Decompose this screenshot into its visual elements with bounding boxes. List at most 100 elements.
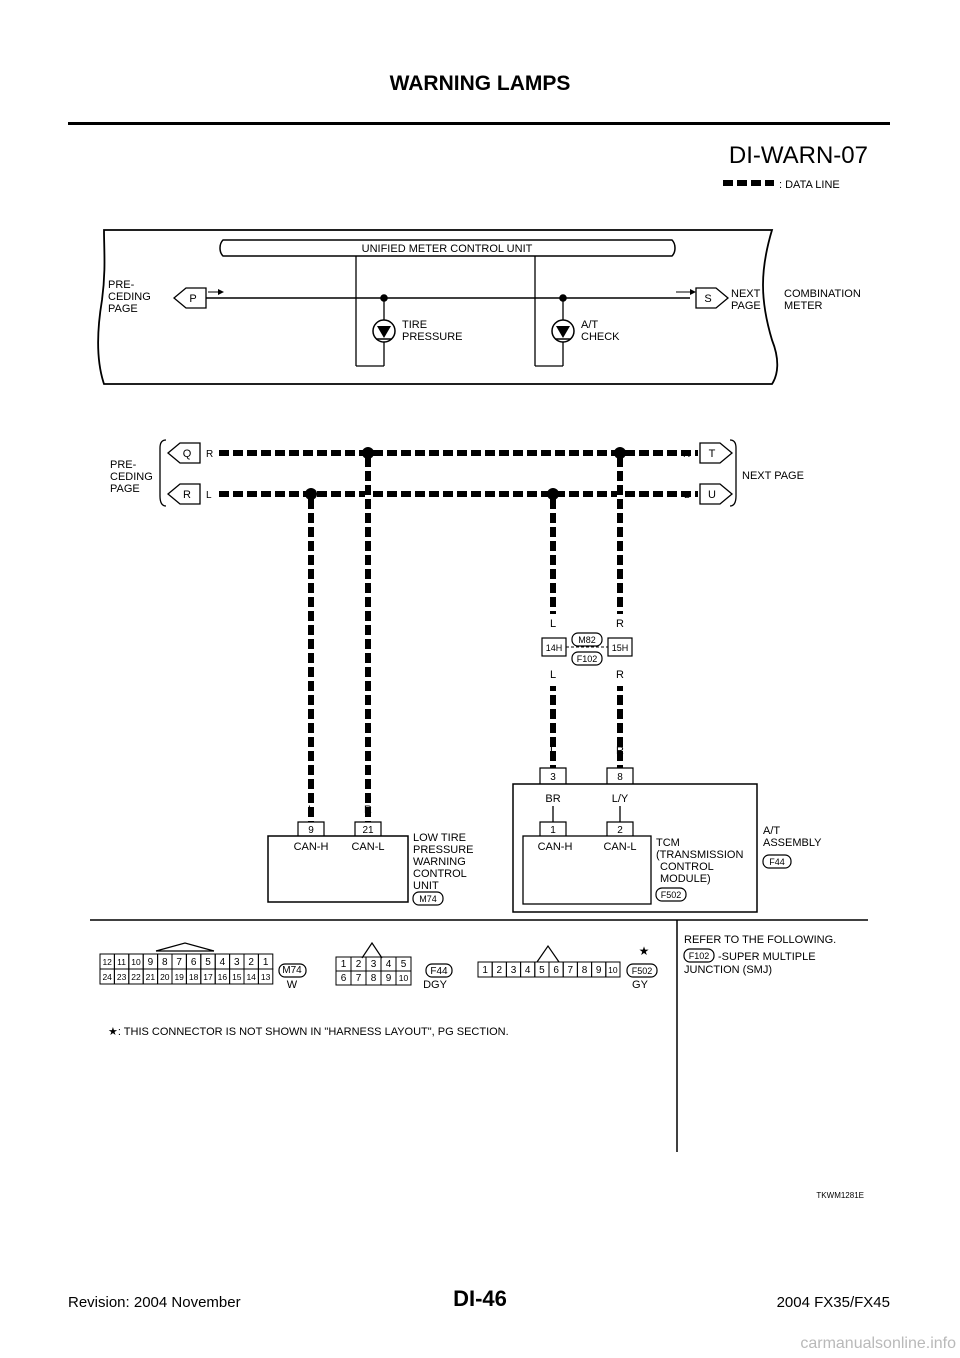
can-top-junction-2 [614, 447, 626, 459]
smj-connector-f102: F102 [577, 654, 598, 664]
tire-lamp-junction [380, 294, 388, 302]
ltpw-can-h-label: CAN-H [294, 841, 329, 853]
connector-flag-q [166, 442, 201, 464]
connector-f44-name: F44 [430, 966, 448, 977]
can-wire-color-bottom-left: L [206, 490, 212, 501]
at-assembly: L R 3 8 BR L/Y 1 2 CAN-H CAN-L TCM (TRAN… [512, 745, 822, 913]
ltpw-name-3: WARNING [413, 856, 466, 868]
tcm-can-h-line-upper [550, 496, 556, 614]
can-preceding-label-3: PAGE [110, 483, 140, 495]
m74-pin-18: 18 [189, 972, 199, 982]
smj-connector-m82: M82 [578, 635, 596, 645]
figure-id: TKWM1281E [816, 1191, 864, 1200]
f502-pin-4: 4 [525, 965, 531, 976]
data-line-legend: : DATA LINE [722, 179, 840, 191]
at-check-label-2: CHECK [581, 331, 620, 343]
tcm-box [522, 835, 652, 905]
can-top-junction-1 [362, 447, 374, 459]
ltpw-wire-color-l: L [308, 804, 314, 816]
f502-pin-9: 9 [596, 965, 602, 976]
f502-pin-10: 10 [608, 965, 618, 975]
tcm-name-4: MODULE) [660, 873, 711, 885]
connector-flag-t [699, 442, 734, 464]
tcm-can-l-line-lower [617, 686, 623, 768]
refer-connector-badge [683, 948, 715, 963]
can-preceding-label-1: PRE- [110, 459, 137, 471]
meter-preceding-label-3: PAGE [108, 303, 138, 315]
ltpw-connector-badge [412, 891, 444, 906]
tcm-can-h-line-lower [550, 686, 556, 768]
tcm-can-l-line-upper [617, 455, 623, 614]
tcm-pin-2: 2 [617, 825, 623, 836]
connector-f502-color: GY [632, 979, 649, 991]
ltpw-pin-9: 9 [308, 825, 314, 836]
at-assembly-connector-badge [762, 854, 792, 869]
can-bottom-junction-2 [547, 488, 559, 500]
ltpw-can-h-line [308, 496, 314, 822]
tcm-pin-2-box [606, 821, 634, 836]
combination-meter-outline [97, 229, 779, 385]
can-preceding-label-2: CEDING [110, 471, 153, 483]
m74-pin-6: 6 [191, 957, 197, 968]
f502-pin-3: 3 [511, 965, 517, 976]
m74-pin-7: 7 [176, 957, 182, 968]
connector-flag-u [699, 483, 734, 505]
ltpw-pin-9-box [297, 821, 325, 836]
at-assembly-label-1: A/T [763, 825, 780, 837]
m74-pin-1: 1 [263, 957, 269, 968]
refer-connector-f102: F102 [689, 951, 710, 961]
f502-pin-5: 5 [539, 965, 545, 976]
meter-arrow-in-head [218, 289, 224, 295]
revision-label: Revision: 2004 November [68, 1294, 241, 1311]
at-assembly-box [512, 783, 758, 913]
at-check-lamp-diode [556, 326, 570, 338]
connector-flag-r-label: R [183, 489, 191, 501]
unified-meter-unit-box [219, 239, 676, 257]
smj-wire-color-l-top: L [550, 618, 556, 630]
can-preceding-bracket [159, 439, 167, 507]
m74-key [155, 942, 215, 952]
ltpw-can-l-line [365, 455, 371, 822]
can-wire-color-top-left: R [206, 449, 213, 460]
can-line-bottom [218, 491, 698, 497]
data-line-legend-label: : DATA LINE [779, 179, 840, 191]
at-outer-pin-8-box [606, 767, 634, 784]
can-next-page-label: NEXT PAGE [742, 470, 804, 482]
connector-m74-color: W [287, 979, 298, 991]
can-bottom-junction-1 [305, 488, 317, 500]
at-check-label-1: A/T [581, 319, 598, 331]
at-inner-color-ly: L/Y [612, 793, 629, 805]
smj-terminal-15h: 15H [612, 643, 629, 653]
ltpw-wire-color-r: R [364, 804, 372, 816]
tcm-connector-badge [655, 887, 687, 902]
f44-pin-5: 5 [401, 959, 407, 970]
model-label: 2004 FX35/FX45 [776, 1294, 890, 1311]
ltpw-pin-21-box [354, 821, 382, 836]
smj-terminal-14h: 14H [546, 643, 563, 653]
meter-arrow-out-head [690, 289, 696, 295]
f502-pin-2: 2 [497, 965, 503, 976]
f502-pin-8: 8 [582, 965, 588, 976]
connector-flag-u-label: U [708, 489, 716, 501]
meter-group-label-1: COMBINATION [784, 288, 861, 300]
f44-pin-4: 4 [386, 959, 392, 970]
tcm-can-l-label: CAN-L [603, 841, 636, 853]
connector-m74-badge [278, 963, 307, 978]
f502-pin-1: 1 [482, 965, 488, 976]
at-lamp-junction [559, 294, 567, 302]
smj-connector: L R 14H 15H M82 F102 L R [541, 618, 633, 681]
f44-pin-7: 7 [356, 973, 362, 984]
smj-wire-color-l-bottom: L [550, 669, 556, 681]
m74-pin-3: 3 [234, 957, 240, 968]
unified-meter-unit-label: UNIFIED METER CONTROL UNIT [362, 243, 533, 255]
at-assembly-connector-f44: F44 [769, 857, 785, 867]
at-wire-color-l: L [550, 745, 556, 757]
f502-pin-10-cell [605, 961, 621, 978]
footnote: ★: THIS CONNECTOR IS NOT SHOWN IN "HARNE… [108, 1026, 509, 1038]
m74-pin-2: 2 [248, 957, 254, 968]
combination-meter-block: UNIFIED METER CONTROL UNIT PRE- CEDING P… [97, 229, 861, 385]
meter-group-label-2: METER [784, 300, 823, 312]
